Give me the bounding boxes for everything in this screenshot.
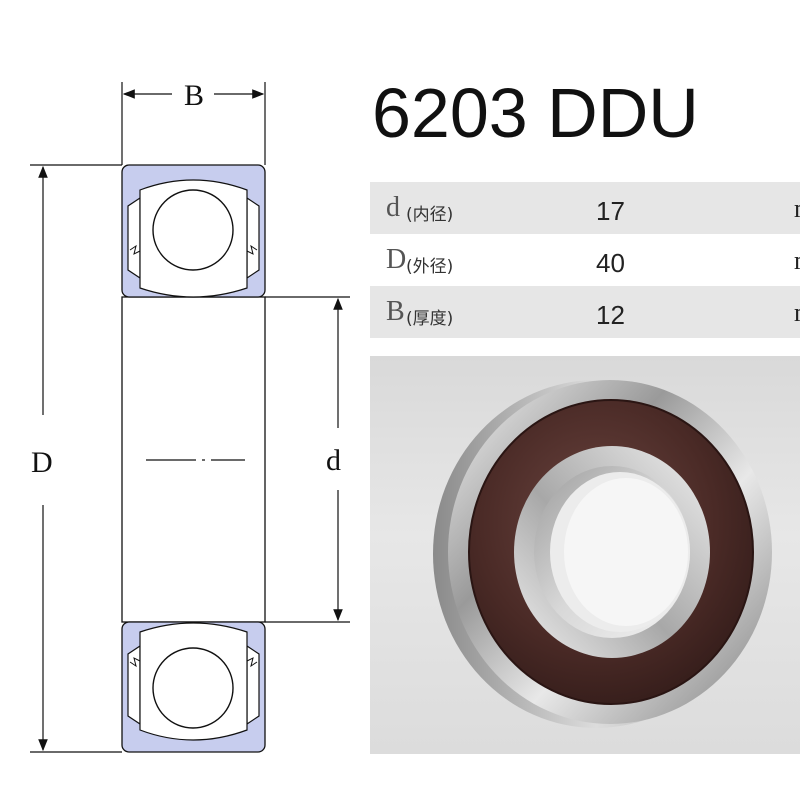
spec-unit: m xyxy=(794,194,800,224)
bearing-cross-section-diagram: B D d xyxy=(30,79,350,753)
spec-value: 17 xyxy=(596,196,625,226)
spec-name: (内径) xyxy=(406,205,454,225)
spec-row-inner-diameter: d (内径) 17 m xyxy=(370,182,800,234)
spec-row-outer-diameter: D (外径) 40 m xyxy=(370,234,800,286)
spec-name: (外径) xyxy=(406,257,454,277)
spec-symbol: B xyxy=(386,296,405,327)
bearing-product-image xyxy=(433,380,772,728)
spec-unit: m xyxy=(794,298,800,328)
spec-table: d (内径) 17 m D (外径) 40 m B (厚度) 12 m xyxy=(370,182,800,338)
dimension-label-d: d xyxy=(326,444,341,477)
spec-value: 12 xyxy=(596,300,625,330)
dimension-label-D: D xyxy=(31,446,53,479)
top-ring-section xyxy=(121,164,266,298)
spec-unit: m xyxy=(794,246,800,276)
spec-symbol: D xyxy=(386,244,407,275)
spec-row-thickness: B (厚度) 12 m xyxy=(370,286,800,338)
spec-value: 40 xyxy=(596,248,625,278)
spec-symbol: d xyxy=(386,192,400,223)
spec-name: (厚度) xyxy=(406,309,454,329)
bearing-photo-panel xyxy=(370,356,800,754)
bottom-ring-section xyxy=(121,621,266,753)
dimension-label-B: B xyxy=(184,79,204,112)
model-title: 6203 DDU xyxy=(372,74,699,152)
